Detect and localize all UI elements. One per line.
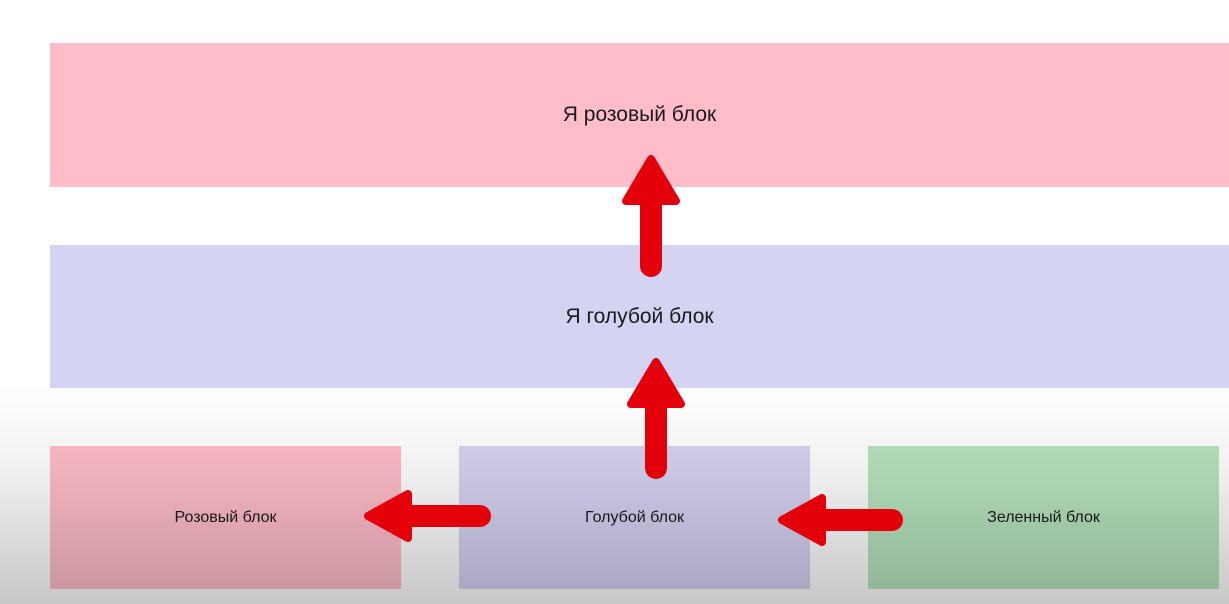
small-pink-block-label: Розовый блок: [174, 508, 277, 526]
small-green-block-label: Зеленный блок: [987, 508, 1100, 526]
big-blue-block-label: Я голубой блок: [565, 304, 714, 328]
small-blue-block-label: Голубой блок: [585, 508, 684, 526]
big-pink-block-label: Я розовый блок: [562, 103, 717, 126]
big-pink-block: Я розовый блок: [50, 43, 1229, 187]
small-pink-block: Розовый блок: [50, 446, 401, 589]
small-green-block: Зеленный блок: [868, 446, 1219, 589]
big-blue-block: Я голубой блок: [50, 245, 1229, 388]
small-blue-block: Голубой блок: [459, 446, 810, 589]
